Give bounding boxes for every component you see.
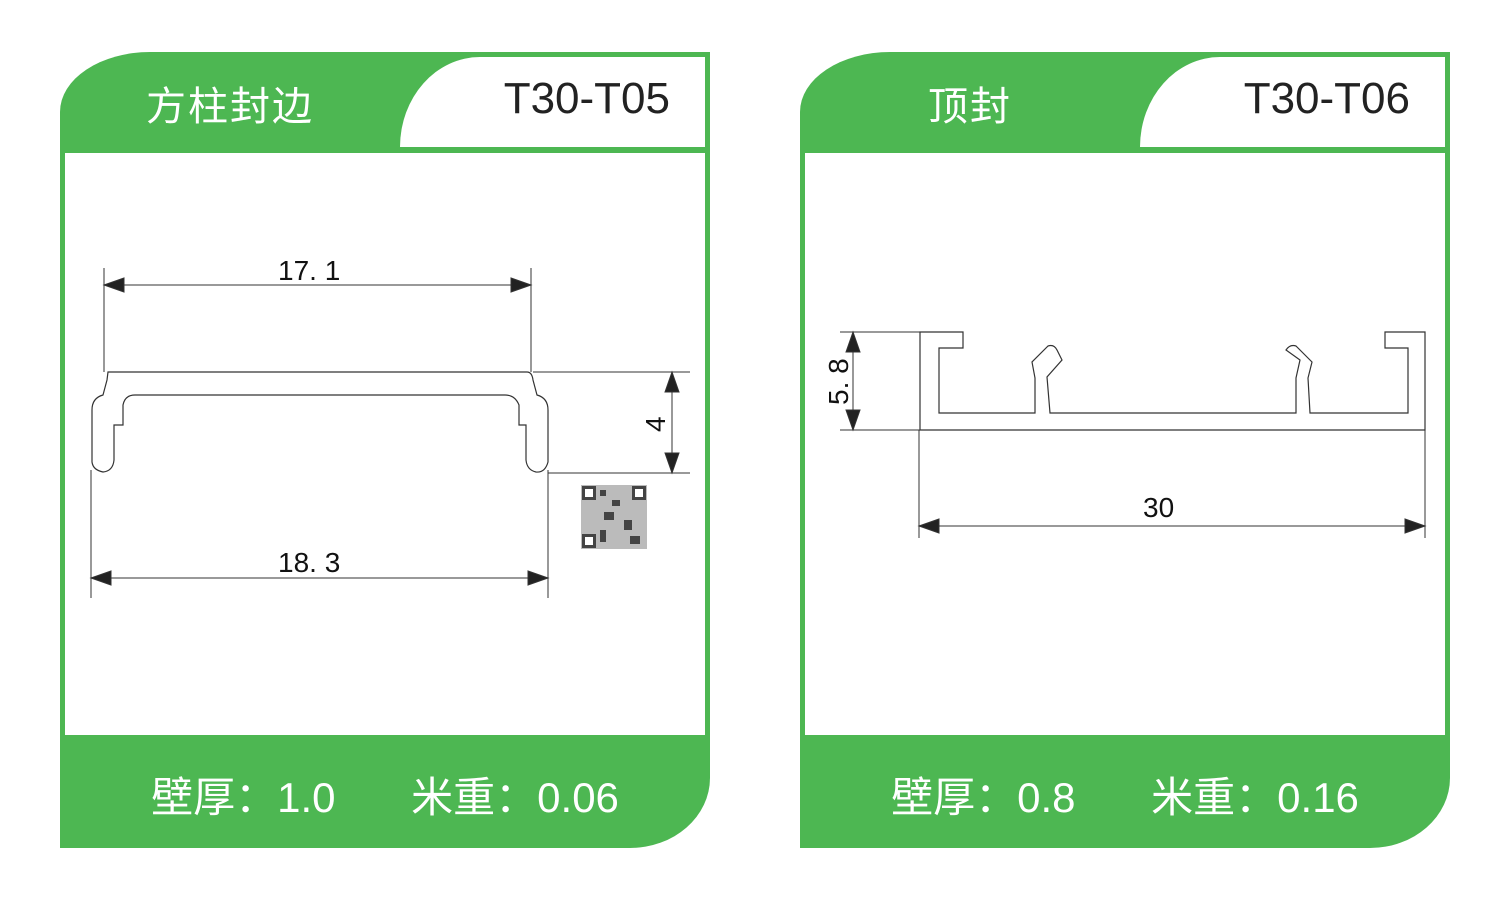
dim-width: 30 [1143,492,1174,523]
weight-label: 米重： [411,774,538,821]
code-tab [1140,57,1445,147]
weight-label: 米重： [1151,774,1278,821]
product-code: T30-T06 [1243,74,1410,123]
product-title: 顶封 [928,85,1012,129]
dimension-lines [89,268,690,598]
wall-value: 0.8 [1017,774,1076,821]
profile-shape [919,331,1426,431]
product-card-t30-t05: 方柱封边 T30-T05 17. 1 18. 3 4 [60,52,710,848]
profile-drawing: 17. 1 18. 3 4 [65,153,705,735]
weight-value: 0.16 [1277,774,1359,821]
profile-shape [91,371,549,473]
dim-bottom-width: 18. 3 [278,547,340,578]
weight-value: 0.06 [537,774,619,821]
dim-top-width: 17. 1 [278,255,340,286]
product-title: 方柱封边 [146,85,314,129]
wall-value: 1.0 [277,774,336,821]
dimension-lines [840,330,1427,538]
code-tab [400,57,705,147]
wall-label: 壁厚： [151,774,278,821]
spec-footer: 壁厚：0.8 米重：0.16 [800,764,1450,825]
product-card-t30-t06: 顶封 T30-T06 5. 8 30 壁厚：0.8 米重：0.16 [800,52,1450,848]
product-code: T30-T05 [503,74,670,123]
wall-label: 壁厚： [891,774,1018,821]
qr-code-icon [581,485,647,549]
profile-drawing: 5. 8 30 [805,153,1445,735]
spec-footer: 壁厚：1.0 米重：0.06 [60,764,710,825]
dim-height: 4 [640,416,671,432]
dim-height: 5. 8 [823,358,854,405]
